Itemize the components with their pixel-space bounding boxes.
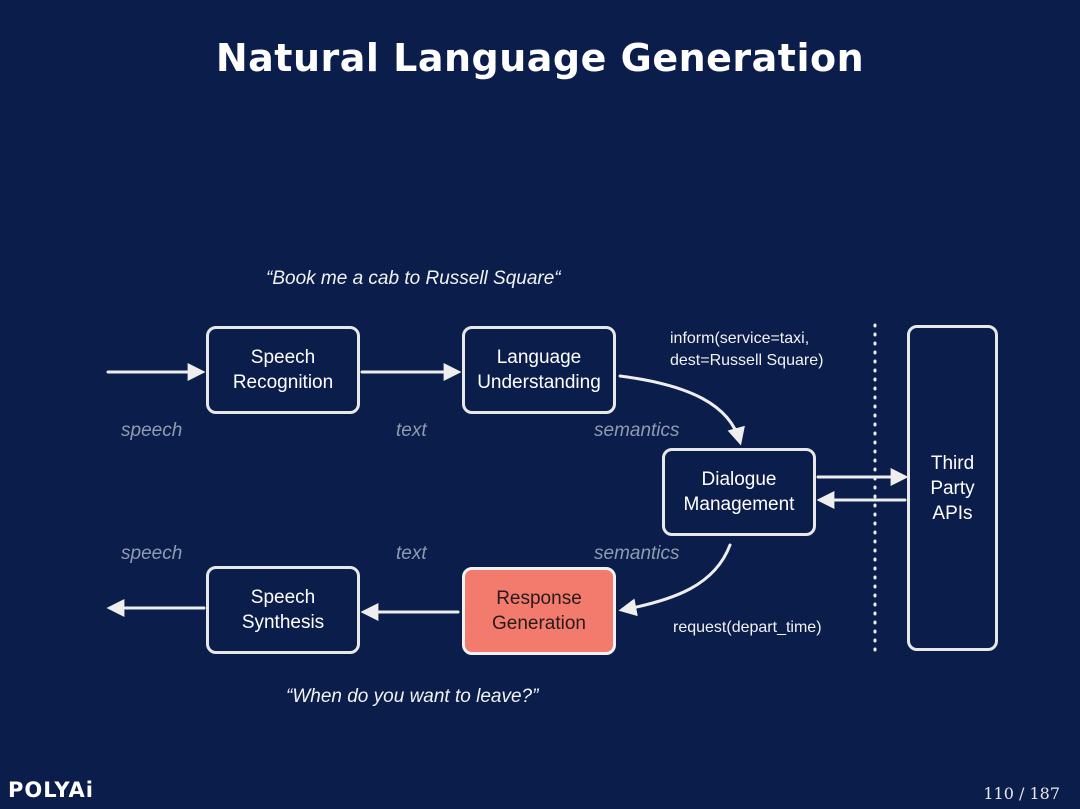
slide-title: Natural Language Generation — [215, 36, 865, 80]
flow-label-semantics-bottom: semantics — [594, 543, 680, 564]
language-understanding-label: Language Understanding — [477, 347, 601, 393]
inform-dialogue-act: inform(service=taxi, dest=Russell Square… — [670, 330, 824, 369]
response-generation-box: Response Generation — [462, 567, 616, 655]
speech-synthesis-label: Speech Synthesis — [241, 587, 325, 633]
request-dialogue-act: request(depart_time) — [673, 619, 822, 636]
flow-label-speech-bottom: speech — [121, 543, 183, 564]
third-party-apis-box: Third Party APIs — [907, 325, 998, 651]
flow-label-text-top: text — [396, 420, 427, 441]
flow-label-text-bottom: text — [396, 543, 427, 564]
page-number: 110 / 187 — [983, 784, 1060, 803]
flow-label-speech-top: speech — [121, 420, 183, 441]
speech-recognition-box: Speech Recognition — [206, 326, 360, 414]
arrow-dm-to-nlg — [618, 543, 732, 617]
input-utterance: “Book me a cab to Russell Square“ — [266, 268, 561, 289]
language-understanding-box: Language Understanding — [462, 326, 616, 414]
arrow-nlu-to-dm — [618, 374, 745, 446]
dialogue-management-box: Dialogue Management — [662, 448, 816, 536]
dialogue-management-label: Dialogue Management — [683, 469, 795, 515]
flow-label-semantics-top: semantics — [594, 420, 680, 441]
response-generation-label: Response Generation — [491, 588, 586, 634]
output-utterance: “When do you want to leave?” — [286, 686, 539, 707]
speech-synthesis-box: Speech Synthesis — [206, 566, 360, 654]
third-party-apis-label: Third Party APIs — [930, 452, 975, 524]
speech-recognition-label: Speech Recognition — [232, 347, 334, 393]
polyai-logo: POLYAi — [8, 778, 95, 802]
